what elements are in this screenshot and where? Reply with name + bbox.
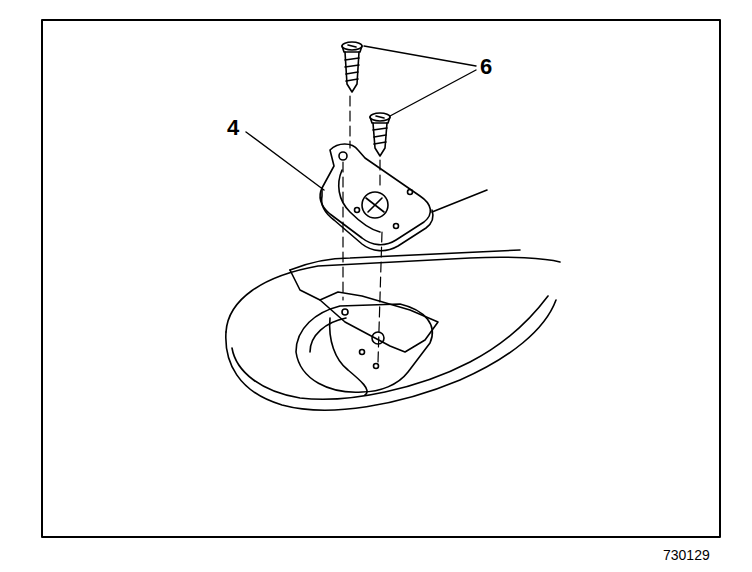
figure-number: 730129 <box>663 548 710 562</box>
alignment-line <box>343 96 382 362</box>
bracket <box>320 144 487 251</box>
frame <box>42 20 720 537</box>
housing <box>226 250 560 410</box>
callout-number: 6 <box>480 56 492 78</box>
leader-line <box>246 46 476 190</box>
screw <box>370 113 390 156</box>
screw <box>342 42 362 92</box>
callout-number: 4 <box>227 117 239 139</box>
